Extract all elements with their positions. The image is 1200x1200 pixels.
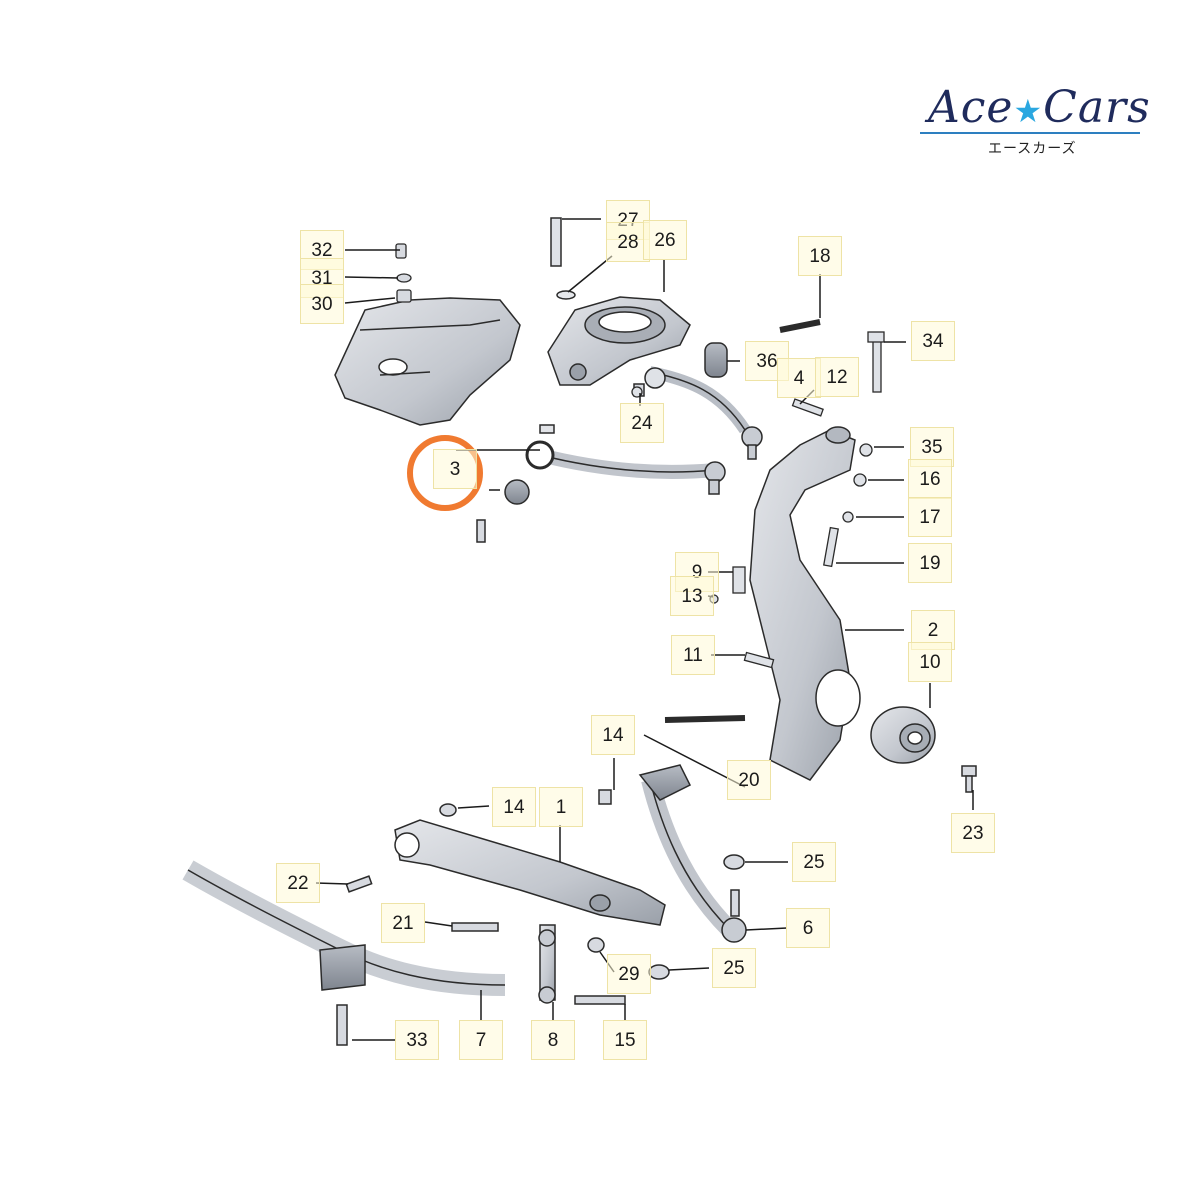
lower-rear-arm [598, 715, 747, 943]
callout-6: 6 [786, 908, 830, 948]
callout-33: 33 [395, 1020, 439, 1060]
stabilizer-bar [182, 860, 506, 1046]
callout-7: 7 [459, 1020, 503, 1060]
callout-28: 28 [606, 222, 650, 262]
callout-18: 18 [798, 236, 842, 276]
misc-bolts [631, 331, 885, 669]
highlight-circle [407, 435, 483, 511]
callout-1: 1 [539, 787, 583, 827]
callout-10: 10 [908, 642, 952, 682]
callout-24: 24 [620, 403, 664, 443]
logo-brand-right: Cars [1043, 82, 1151, 133]
upper-rear-arm [476, 424, 726, 543]
callout-14a: 14 [591, 715, 635, 755]
callout-20: 20 [727, 760, 771, 800]
strut-mount-part [547, 217, 691, 386]
callout-29: 29 [607, 954, 651, 994]
logo-underline [920, 132, 1140, 134]
callout-8: 8 [531, 1020, 575, 1060]
callout-30: 30 [300, 284, 344, 324]
callout-17: 17 [908, 497, 952, 537]
callout-15: 15 [603, 1020, 647, 1060]
logo-subtitle: エースカーズ [988, 141, 1077, 157]
logo-brand-left: Ace [928, 82, 1014, 133]
star-icon: ★ [1013, 92, 1044, 130]
callout-23: 23 [951, 813, 995, 853]
callout-25a: 25 [792, 842, 836, 882]
heat-shield-part [334, 297, 521, 426]
wheel-hub [870, 706, 977, 793]
callout-13: 13 [670, 576, 714, 616]
coupling-rod [538, 924, 626, 1005]
callout-25b: 25 [712, 948, 756, 988]
callout-21: 21 [381, 903, 425, 943]
callout-12: 12 [815, 357, 859, 397]
callout-3: 3 [433, 449, 477, 489]
lower-front-arm [345, 803, 670, 980]
callout-34: 34 [911, 321, 955, 361]
callout-22: 22 [276, 863, 320, 903]
callout-16: 16 [908, 459, 952, 499]
logo-wordmark: Ace★Cars [928, 82, 1151, 133]
callout-11: 11 [671, 635, 715, 675]
ace-cars-logo: Ace★Cars エースカーズ [920, 82, 1150, 162]
steering-knuckle [749, 426, 861, 781]
callout-19: 19 [908, 543, 952, 583]
nut-32 [395, 243, 412, 303]
callout-14b: 14 [492, 787, 536, 827]
callout-26: 26 [643, 220, 687, 260]
